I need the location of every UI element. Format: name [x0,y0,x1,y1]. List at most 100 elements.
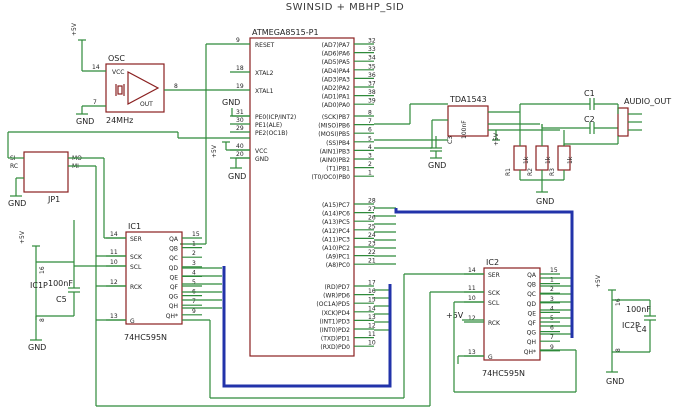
osc-pin-14: 14 [92,64,100,71]
ic1-vcc: +5V [19,230,26,244]
mcu-pin-number: 30 [236,117,244,124]
mcu-pin-label: (A13)PC5 [322,219,350,226]
mcu-pin-number: 4 [368,144,372,151]
mcu-pin-label: (RXD)PD0 [320,344,350,351]
ic2-pin-number: 2 [550,286,554,293]
mcu-pin-number: 28 [368,198,376,205]
ic2p-vcc-pin: 16 [615,298,622,306]
mcu-pin-label: (OC1A)PD5 [316,301,350,308]
mcu-atmega8515: ATMEGA8515-P1 RESET9XTAL218XTAL119PE0(IC… [180,28,376,357]
ic2-pin-label: QB [527,282,536,289]
mcu-pin-number: 27 [368,206,376,213]
mcu-pin-label: (AD7)PA7 [322,42,351,49]
ic2-part: 74HC595N [482,369,525,378]
ic1-pin-label: QA [169,236,179,243]
mcu-pin-label: (TXD)PD1 [321,336,350,343]
mcu-pin-label: PE1(ALE) [255,122,282,129]
mcu-pin-label: (AIN1)PB3 [320,148,351,155]
mcu-pin-label: XTAL1 [255,88,274,95]
mcu-pin-number: 25 [368,223,376,230]
ic1-pin-number: 9 [192,308,196,315]
mcu-pin-number: 16 [368,288,376,295]
mcu-pin-number: 24 [368,232,376,239]
ic2-pin-number: 6 [550,325,554,332]
mcu-pin-label: (A10)PC2 [322,245,350,252]
ic1-pin-label: QB [169,246,178,253]
ic1-pin-label: SER [130,236,142,243]
mcu-pin-label: (T1)PB1 [326,166,350,173]
ic2-pin-label: QE [527,310,536,317]
ic2-rck-vcc: +5V [446,311,464,320]
mcu-name: ATMEGA8515-P1 [252,28,319,37]
mcu-pin-number: 10 [368,340,376,347]
ic2-pin-label: SCL [488,300,500,307]
ic2-pin-label: QG [527,330,537,337]
osc-pin-8: 8 [174,83,178,90]
ic2p-label: IC2P [622,321,640,330]
ic1-pin-number: 7 [192,298,196,305]
ic2-pin-label: QC [527,291,536,298]
mcu-pin-label: (MOSI)PB5 [318,131,350,138]
mcu-vcc-supply: +5V [211,144,218,158]
ic2-pin-number: 7 [550,334,554,341]
mcu-pin-label: (XCK)PD4 [321,310,350,317]
mcu-pin-number: 34 [368,55,376,62]
mcu-pin-label: (SCK)PB7 [322,114,350,121]
mcu-pin-label: (A14)PC6 [322,211,350,218]
mcu-pin-number: 17 [368,280,376,287]
mcu-pin-number: 7 [368,118,372,125]
mcu-pin-number: 38 [368,89,376,96]
ic2-power: +5V IC2P 16 8 100nF C4 GND [595,274,656,386]
oscillator: OSC VCC OUT 24MHz 14 7 8 +5V GND [71,22,210,126]
ic2-pin-label: QA [527,272,537,279]
ic2-pin-label: G [488,354,493,361]
data-bus-left [222,266,392,388]
ic1-pin-label: QE [169,274,178,281]
c5-label: C5 [56,295,67,304]
mcu-pin-label: (AD3)PA3 [322,76,351,83]
ic2-pin-label: RCK [488,320,501,327]
c2-label: C2 [584,115,595,124]
interconnect-wires [74,207,577,407]
mcu-gnd-bottom: GND [228,172,246,181]
c1-label: C1 [584,89,595,98]
ic2-pin-label: SER [488,272,500,279]
ic2-pin-number: 11 [468,285,476,292]
ic1-pin-number: 1 [192,241,196,248]
mcu-pin-label: (AD0)PA0 [322,102,351,109]
mcu-pin-number: 22 [368,249,376,256]
ic2-pin-number: 15 [550,267,558,274]
r1-value: 1k [523,156,530,164]
mcu-pin-number: 37 [368,81,376,88]
mcu-pin-number: 8 [368,110,372,117]
r2-label: R2 [527,168,534,176]
tda-gnd: GND [428,161,446,170]
ic2-pin-number: 12 [468,315,476,322]
mcu-pin-label: (A15)PC7 [322,202,350,209]
c3-label: C3 [447,136,454,144]
mcu-pin-label: (AIN0)PB2 [320,157,351,164]
ic1-pin-number: 10 [110,259,118,266]
jp1-rc: RC [10,163,18,170]
r3-label: R3 [549,168,556,176]
mcu-pin-number: 6 [368,127,372,134]
ic1-pin-label: QC [169,255,178,262]
ic2-pin-number: 13 [468,349,476,356]
ic1-power: +5V IC1P 16 8 100nF C5 GND [19,220,80,352]
ic1-pin-label: G [130,318,135,325]
mcu-pin-number: 21 [368,258,376,265]
jumper-jp1: JP1 SI RC MO MI GND [7,131,250,396]
mcu-pin-number: 3 [368,153,372,160]
page-title: SWINSID + MBHP_SID [285,2,405,13]
mcu-pin-number: 20 [236,151,244,158]
mcu-pin-number: 36 [368,72,376,79]
mcu-pin-number: 14 [368,305,376,312]
ic1-pin-label: QD [169,265,179,272]
osc-pin-7: 7 [93,99,97,106]
mcu-pin-label: (SS)PB4 [326,140,350,147]
mcu-pin-label: (INT1)PD3 [320,318,351,325]
ic1-pin-number: 15 [192,231,200,238]
mcu-pin-number: 19 [236,83,244,90]
